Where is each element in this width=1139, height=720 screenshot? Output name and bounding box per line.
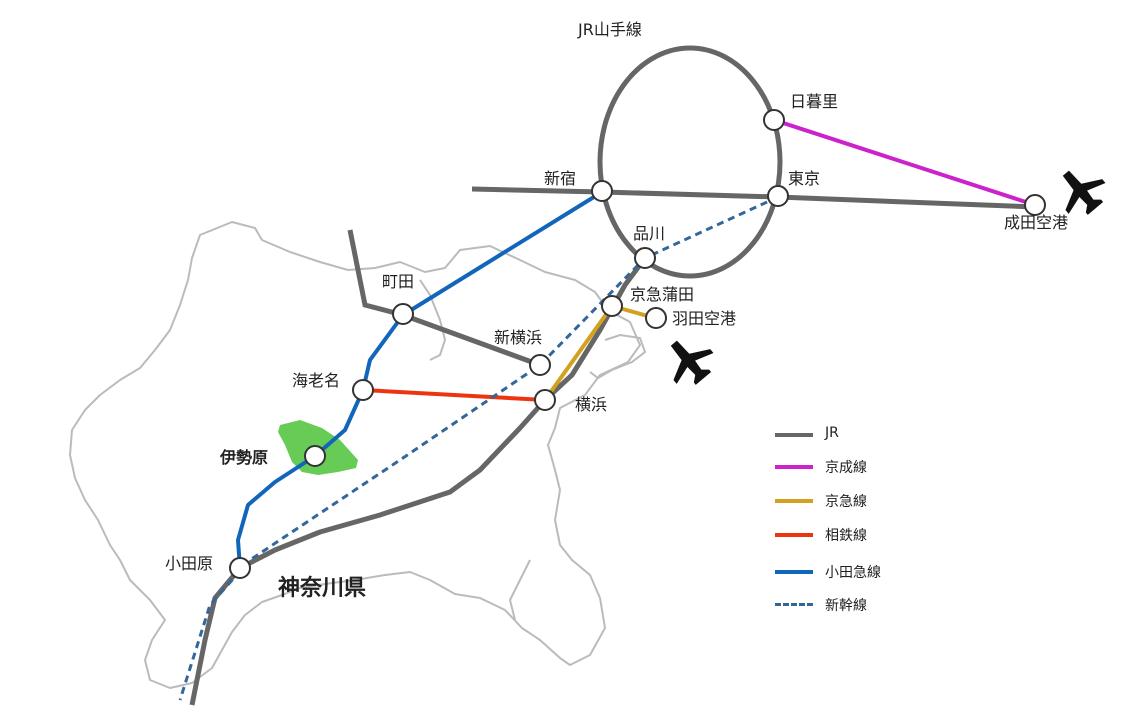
legend-item-keisei: 京成線 <box>775 456 975 476</box>
station-isehara[interactable] <box>304 445 326 467</box>
odakyu-line <box>236 190 604 569</box>
legend-swatch <box>775 465 813 469</box>
legend-item-odakyu: 小田急線 <box>775 561 975 581</box>
label-ebina: 海老名 <box>292 371 341 390</box>
legend-label: 小田急線 <box>825 565 881 581</box>
label-shinagawa: 品川 <box>633 224 666 243</box>
station-odawara[interactable] <box>229 557 251 579</box>
label-shin-yokohama: 新横浜 <box>494 328 543 347</box>
yamanote-label: JR山手線 <box>578 20 642 39</box>
keisei-line <box>773 118 1036 207</box>
label-keikyu-kamata: 京急蒲田 <box>630 285 695 304</box>
shinkansen-line <box>178 195 779 701</box>
legend-item-keikyu: 京急線 <box>775 490 975 510</box>
legend-item-sotetsu: 相鉄線 <box>775 524 975 544</box>
legend-swatch <box>775 603 813 606</box>
station-ebina[interactable] <box>352 379 374 401</box>
station-keikyu-kamata[interactable] <box>601 295 623 317</box>
legend-label: JR <box>825 425 839 441</box>
legend-label: 相鉄線 <box>825 528 867 544</box>
yamanote-loop <box>597 45 783 279</box>
stations <box>229 109 1046 579</box>
station-yokohama[interactable] <box>534 389 556 411</box>
legend-label: 京成線 <box>825 460 867 476</box>
label-yokohama: 横浜 <box>575 395 608 414</box>
miura-outline <box>508 559 531 621</box>
legend-swatch <box>775 499 813 503</box>
station-shin-yokohama[interactable] <box>529 354 551 376</box>
prefecture-label: 神奈川県 <box>278 576 367 601</box>
station-nippori[interactable] <box>763 109 785 131</box>
jr-line-yokohama <box>347 229 541 368</box>
legend-item-shinkansen: 新幹線 <box>775 594 975 614</box>
label-haneda: 羽田空港 <box>672 309 737 328</box>
jr-line-chuo <box>471 186 1036 210</box>
legend-item-jr: JR <box>775 424 975 444</box>
label-narita: 成田空港 <box>1004 213 1069 232</box>
label-nippori: 日暮里 <box>790 92 839 111</box>
label-shinjuku: 新宿 <box>544 169 577 188</box>
station-haneda[interactable] <box>645 307 667 329</box>
sotetsu-line <box>362 388 546 402</box>
legend-label: 京急線 <box>825 494 867 510</box>
bay-outline <box>589 333 647 380</box>
station-tokyo[interactable] <box>767 185 789 207</box>
station-machida[interactable] <box>392 303 414 325</box>
label-odawara: 小田原 <box>165 554 214 573</box>
kanagawa-outline <box>69 221 641 689</box>
jr-line-tokaido <box>189 256 648 706</box>
label-isehara: 伊勢原 <box>220 448 269 467</box>
station-narita[interactable] <box>1024 194 1046 216</box>
label-machida: 町田 <box>382 272 415 291</box>
station-shinjuku[interactable] <box>591 180 613 202</box>
airplane-icon <box>670 340 714 385</box>
legend-label: 新幹線 <box>825 598 867 614</box>
station-shinagawa[interactable] <box>634 247 656 269</box>
label-tokyo: 東京 <box>788 169 821 188</box>
legend-swatch <box>775 533 813 537</box>
airplane-icon <box>1062 170 1106 215</box>
legend-swatch <box>775 433 813 437</box>
legend-swatch <box>775 570 813 574</box>
